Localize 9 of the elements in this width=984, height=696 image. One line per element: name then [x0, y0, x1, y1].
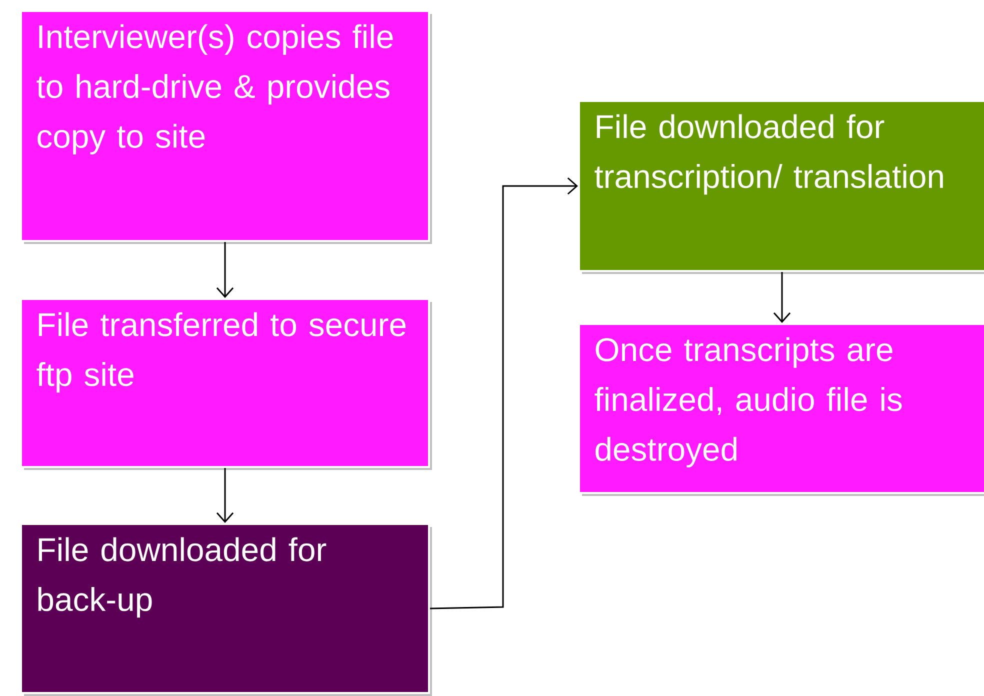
- process-box: Interviewer(s) copies file to hard-drive & provides copy to site: [20, 10, 432, 244]
- process-box: File downloaded for back-up: [20, 523, 432, 696]
- arrow: [430, 177, 578, 610]
- arrow: [773, 272, 791, 323]
- process-box: Once transcripts are finalized, audio file is destroyed: [578, 323, 984, 496]
- process-box: File transferred to secure ftp site: [20, 298, 432, 470]
- arrow: [216, 242, 234, 298]
- process-box: File downloaded for transcription/ translation: [578, 100, 984, 274]
- arrow: [216, 468, 234, 523]
